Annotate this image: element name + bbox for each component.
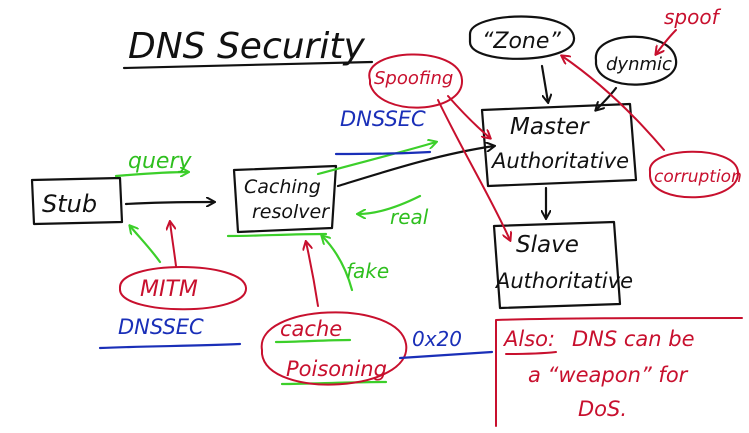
resolver-underline-green [226,232,328,238]
ox20-label: 0x20 [412,327,462,351]
cache-poisoning-bubble [260,311,408,386]
mitm-bubble [118,266,248,311]
note-line-1: DNS can be [572,327,695,351]
slave-label-1: Slave [516,232,579,258]
query-arrow [114,172,188,178]
spoofing-bubble [368,53,464,109]
mitm-arrow [170,222,177,267]
cache-poisoning-label-2: Poisoning [286,357,387,381]
spoofing-to-slave-arrow [437,99,510,240]
dynamic-to-master-arrow [596,86,618,110]
caching-resolver-label-2: resolver [252,201,330,223]
page-title: DNS Security [128,26,365,67]
stub-to-resolver-arrow [124,202,214,204]
caching-resolver-box [232,164,338,234]
master-authoritative-box [480,102,638,188]
real-arrow [358,194,422,214]
stub-label: Stub [42,190,97,218]
spoofing-to-master-arrow [447,95,490,138]
cache-poisoning-label-1: cache [280,317,342,341]
dnssec-bottom-underline [98,342,242,350]
cache-underline-green-2 [280,380,388,386]
stub-return-arrow [130,226,162,264]
cache-underline-green-1 [274,338,352,344]
corruption-bubble [648,150,740,199]
corruption-label: corruption [654,167,742,187]
spoof-arrow [656,29,677,54]
title-underline [122,60,374,70]
mitm-label: MITM [140,277,198,302]
zone-bubble [468,15,576,60]
dnssec-bottom-label: DNSSEC [118,315,204,339]
master-label-2: Authoritative [490,149,629,173]
note-bracket [495,317,743,427]
dnssec-green-arrow [316,142,436,176]
fake-label: fake [346,259,389,283]
spoof-label: spoof [664,5,722,29]
dnssec-top-label: DNSSEC [340,107,426,131]
note-line-2: a “weapon” for [528,363,689,387]
note-also-underline [505,351,557,355]
slave-authoritative-box [492,220,622,310]
real-label: real [390,205,429,229]
note-also: Also: [502,327,555,351]
stub-box [30,176,124,226]
slave-label-2: Authoritative [494,269,633,293]
fake-arrow [322,236,354,292]
dynamic-bubble [594,35,678,86]
query-label: query [128,149,192,174]
dnssec-top-underline [334,150,432,156]
caching-resolver-label-1: Caching [244,176,321,198]
corruption-arrow [562,56,665,151]
master-label-1: Master [510,114,590,140]
zone-to-master-arrow [540,64,548,102]
spoofing-label: Spoofing [374,68,453,89]
dynamic-label: dynmic [606,54,672,75]
ox20-line [398,350,494,360]
note-line-3: DoS. [578,397,627,421]
cache-poisoning-arrow [306,242,319,307]
zone-label: “Zone” [482,29,561,54]
resolver-to-master-arrow [336,146,494,188]
